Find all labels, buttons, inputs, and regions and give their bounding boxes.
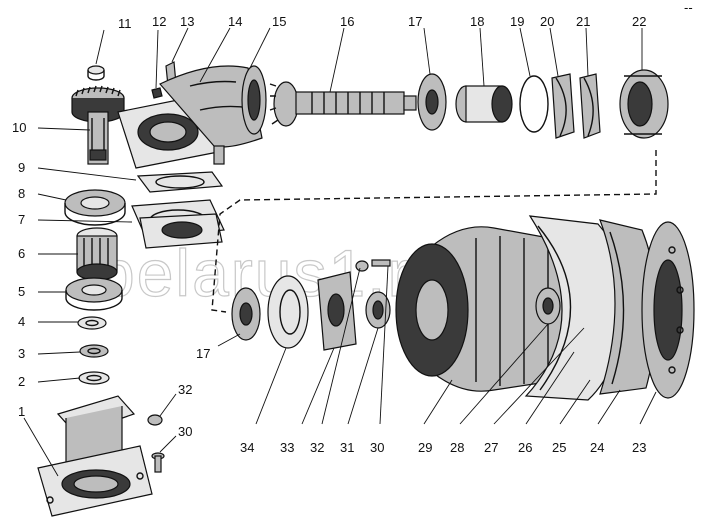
part-21-shim <box>579 73 601 139</box>
callout-30: 30 <box>370 440 384 455</box>
callout-31: 31 <box>340 440 354 455</box>
part-17-bearing-bottom <box>231 287 261 341</box>
callout-32: 32 <box>310 440 324 455</box>
part-16-pinion-shaft <box>269 81 417 127</box>
part-12-plug <box>151 87 163 99</box>
part-31-seal <box>365 291 391 329</box>
part-30-bolt-bottom <box>371 259 391 267</box>
part-11-cap <box>87 65 105 81</box>
callout-27: 27 <box>484 440 498 455</box>
callout-17-top: 17 <box>408 14 422 29</box>
part-22-bearing-cup <box>619 69 669 139</box>
callout-7: 7 <box>18 212 25 227</box>
part-2-ring <box>78 371 110 385</box>
callout-13: 13 <box>180 14 194 29</box>
part-24-backing-plate <box>599 219 658 395</box>
part-17-bearing-top <box>417 73 447 131</box>
part-23-wheel-housing <box>641 221 695 399</box>
callout-24: 24 <box>590 440 604 455</box>
callout-28: 28 <box>450 440 464 455</box>
part-4-washer <box>77 316 107 330</box>
part-18-spacer <box>455 85 513 123</box>
part-14-angle-housing <box>117 65 263 169</box>
part-32-nut-bottom <box>355 260 369 272</box>
callout-12: 12 <box>152 14 166 29</box>
leader-lines <box>23 27 657 477</box>
part-15-flange <box>241 65 267 135</box>
part-34-gasket <box>267 275 309 349</box>
part-32-nut <box>147 414 163 426</box>
callout-8: 8 <box>18 186 25 201</box>
assembly-path <box>211 150 657 313</box>
callout-9: 9 <box>18 160 25 175</box>
part-28-hub-nut <box>535 287 561 325</box>
callout-10: 10 <box>12 120 26 135</box>
callout-1: 1 <box>18 404 25 419</box>
part-7-cover-plate <box>139 213 223 249</box>
callout-6: 6 <box>18 246 25 261</box>
part-9-gasket <box>136 171 224 193</box>
callout-21: 21 <box>576 14 590 29</box>
callout-29: 29 <box>418 440 432 455</box>
callout-16: 16 <box>340 14 354 29</box>
callout-2: 2 <box>18 374 25 389</box>
part-5-bearing <box>65 277 123 311</box>
callout-11: 11 <box>118 16 132 31</box>
part-19-o-ring <box>519 75 549 133</box>
part-30-bolt <box>151 452 165 473</box>
part-1-housing <box>37 395 153 517</box>
callout-4: 4 <box>18 314 25 329</box>
part-29-brake-drum <box>395 226 591 392</box>
callout-15: 15 <box>272 14 286 29</box>
callout-3: 3 <box>18 346 25 361</box>
callout-14: 14 <box>228 14 242 29</box>
callout-25: 25 <box>552 440 566 455</box>
corner-mark: -- <box>684 0 693 15</box>
part-3-lock-washer <box>79 344 109 358</box>
callout-19: 19 <box>510 14 524 29</box>
callout-18: 18 <box>470 14 484 29</box>
callout-33: 33 <box>280 440 294 455</box>
callout-5: 5 <box>18 284 25 299</box>
part-8-bearing <box>64 189 126 226</box>
callout-20: 20 <box>540 14 554 29</box>
callout-22: 22 <box>632 14 646 29</box>
part-33-cover <box>317 271 357 351</box>
callout-32-left: 32 <box>178 382 192 397</box>
part-6-sleeve <box>76 227 118 281</box>
callout-labels: 11 12 13 14 15 16 17 18 19 20 21 22 10 9… <box>12 14 646 455</box>
callout-23: 23 <box>632 440 646 455</box>
callout-30-left: 30 <box>178 424 192 439</box>
callout-26: 26 <box>518 440 532 455</box>
callout-17-bottom: 17 <box>196 346 210 361</box>
callout-34: 34 <box>240 440 254 455</box>
part-10-bevel-gear-shaft <box>71 85 125 165</box>
part-20-shim <box>551 73 575 139</box>
